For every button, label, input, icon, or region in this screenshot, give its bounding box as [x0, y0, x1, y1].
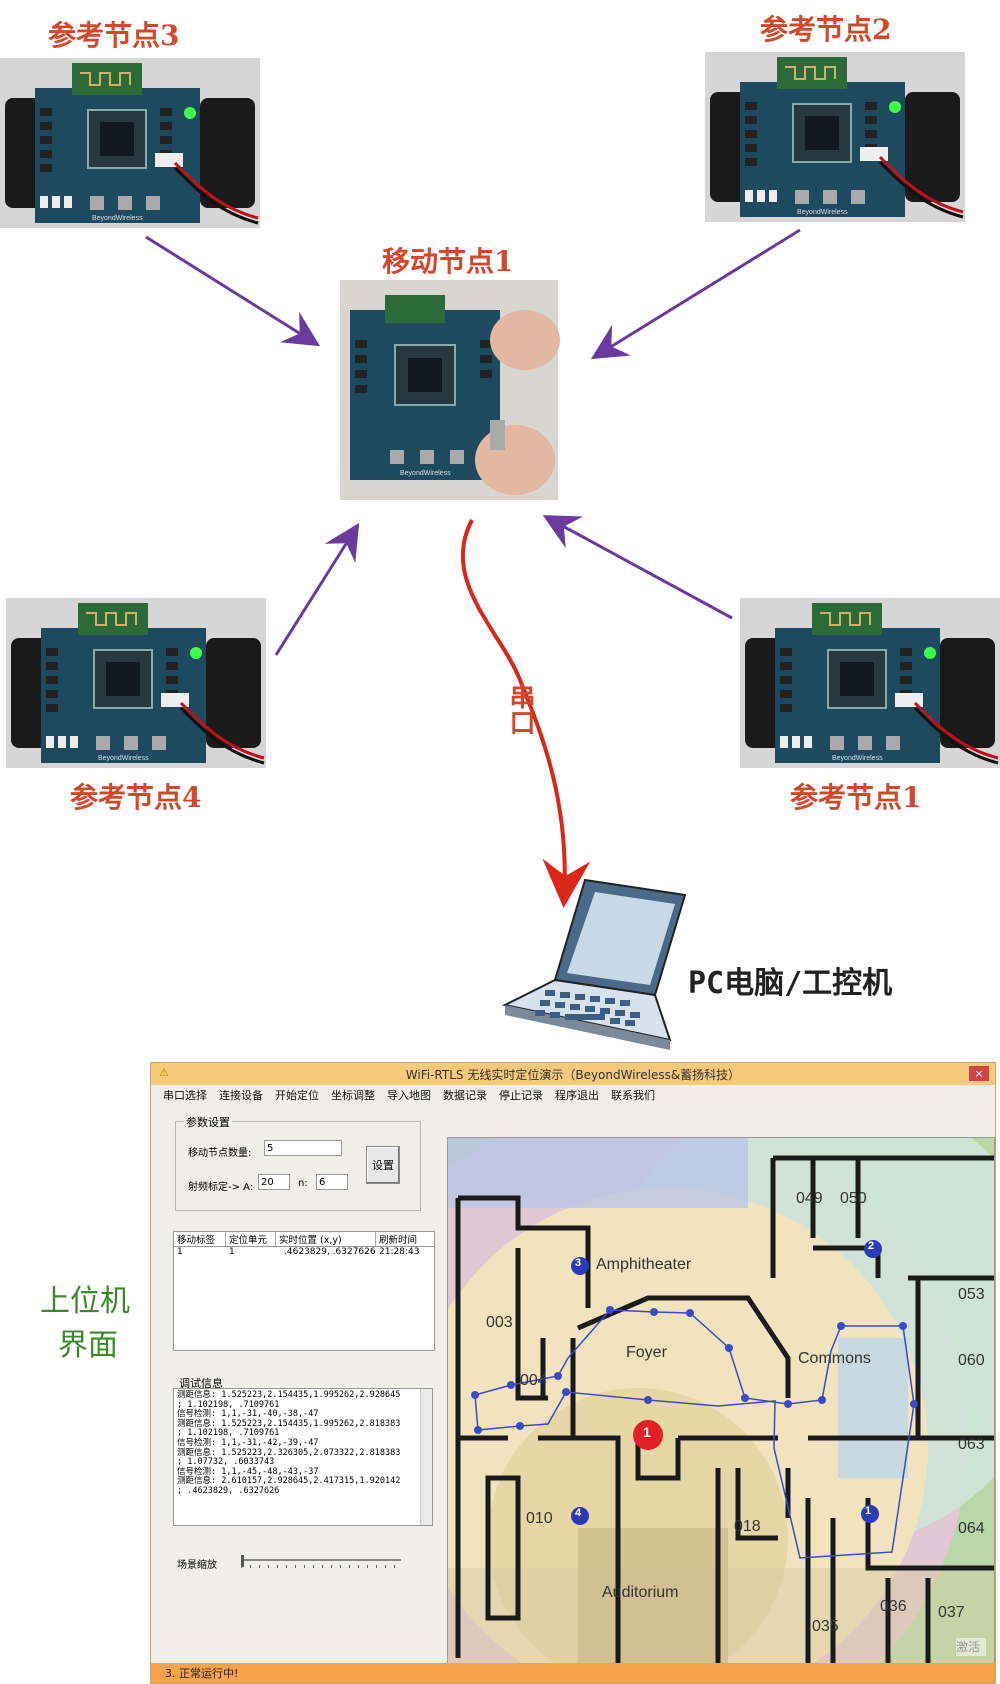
params-group-title: 参数设置	[184, 1114, 232, 1130]
debug-line: ; 1.102198, .7109761	[177, 1399, 280, 1410]
anchor-3-marker[interactable]: 3	[575, 1257, 582, 1269]
zoom-slider-thumb[interactable]	[241, 1555, 244, 1567]
mobile-node-marker[interactable]: 1	[643, 1424, 651, 1440]
debug-line: 测距信息: 1.525223,2.326305,2.073322,2.81838…	[177, 1447, 401, 1458]
room-010: 010	[526, 1510, 553, 1527]
debug-line: ; .4623829, .6327626	[177, 1485, 280, 1496]
mobile-count-input[interactable]: 5	[264, 1140, 342, 1156]
title-bar: ⚠ WiFi-RTLS 无线实时定位演示（BeyondWireless&蓄扬科技…	[151, 1063, 995, 1085]
debug-group-title: 调试信息	[177, 1375, 225, 1391]
room-003: 003	[486, 1314, 513, 1331]
ref-node-1-title: 参考节点1	[790, 781, 922, 814]
room-036: 036	[880, 1598, 907, 1615]
anchor-1-marker[interactable]: 1	[865, 1505, 872, 1517]
a-value-input[interactable]: 20	[258, 1174, 290, 1190]
col-locate-unit[interactable]: 定位单元	[226, 1232, 276, 1246]
debug-scrollbar[interactable]	[420, 1389, 432, 1525]
place-amphitheater: Amphitheater	[596, 1256, 692, 1273]
table-header: 移动标签 定位单元 实时位置 (x,y) 刷新时间	[174, 1232, 434, 1247]
col-mobile-tag[interactable]: 移动标签	[174, 1232, 226, 1246]
room-049: 049	[796, 1190, 823, 1207]
room-050: 050	[840, 1190, 867, 1207]
debug-line: 测距信息: 2.610157,2.928645,2.417315,1.92014…	[177, 1476, 401, 1487]
status-bar: 3. 正常运行中!	[151, 1663, 995, 1683]
debug-group: 调试信息	[165, 1375, 443, 1535]
cell-time: 21:28:43	[379, 1247, 420, 1257]
floor-map-drawing	[448, 1138, 994, 1663]
debug-line: 测距信息: 1.525223,2.154435,1.995262,2.81838…	[177, 1418, 401, 1429]
pc-label: PC电脑/工控机	[688, 966, 893, 1001]
room-004: 004	[520, 1372, 547, 1389]
debug-line: 信号检测: 1,1,-31,-40,-38,-47	[177, 1409, 319, 1420]
table-row[interactable]: 1 1 .4623829, .6327626 21:28:43	[174, 1247, 434, 1260]
n-label: n:	[298, 1178, 308, 1189]
room-037: 037	[938, 1604, 965, 1621]
menu-import-map[interactable]: 导入地图	[387, 1089, 431, 1102]
menu-start-locate[interactable]: 开始定位	[275, 1089, 319, 1102]
debug-line: ; 1.102198, .7109761	[177, 1428, 280, 1439]
menu-contact[interactable]: 联系我们	[611, 1089, 655, 1102]
zoom-slider[interactable]	[241, 1553, 411, 1571]
place-auditorium: Auditorium	[602, 1584, 679, 1601]
debug-log[interactable]: 测距信息: 1.525223,2.154435,1.995262,2.92864…	[173, 1388, 433, 1526]
mobile-count-label: 移动节点数量:	[188, 1148, 252, 1159]
host-interface-label-line2: 界面	[58, 1328, 118, 1363]
serial-port-label: 串口	[505, 683, 535, 735]
menu-coord-adjust[interactable]: 坐标调整	[331, 1089, 375, 1102]
place-foyer: Foyer	[626, 1344, 667, 1361]
debug-line: 测距信息: 1.525223,2.154435,1.995262,2.92864…	[177, 1390, 401, 1400]
col-position[interactable]: 实时位置 (x,y)	[276, 1232, 376, 1246]
col-refresh-time[interactable]: 刷新时间	[379, 1235, 418, 1246]
hardware-diagram: BeyondWireless BeyondWireless	[0, 50, 1000, 1050]
zoom-label: 场景缩放	[177, 1560, 217, 1571]
cell-unit: 1	[229, 1247, 235, 1257]
ref-node-3-title: 参考节点3	[48, 19, 180, 52]
room-064: 064	[958, 1520, 985, 1537]
host-interface-label: 上位机 界面	[40, 1280, 130, 1368]
floor-map[interactable]: 049 050 053 060 063 064 037 036 035 018 …	[447, 1137, 995, 1664]
status-text: 3. 正常运行中!	[165, 1667, 239, 1680]
watermark-text: 激活	[956, 1640, 981, 1654]
room-060: 060	[958, 1352, 985, 1369]
anchor-4-marker[interactable]: 4	[575, 1507, 582, 1519]
menu-serial-select[interactable]: 串口选择	[163, 1089, 207, 1102]
mobile-node-1-title: 移动节点1	[382, 245, 514, 278]
window-title: WiFi-RTLS 无线实时定位演示（BeyondWireless&蓄扬科技）	[405, 1067, 741, 1082]
warning-icon: ⚠	[159, 1066, 169, 1079]
params-group: 参数设置 移动节点数量: 5 射频标定-> A: 20 n: 6 设置	[175, 1114, 421, 1211]
menu-connect-device[interactable]: 连接设备	[219, 1089, 263, 1102]
position-table: 移动标签 定位单元 实时位置 (x,y) 刷新时间 1 1 .4623829, …	[173, 1231, 435, 1351]
anchor-2-marker[interactable]: 2	[868, 1240, 875, 1252]
room-053: 053	[958, 1286, 985, 1303]
debug-line: 信号检测: 1,1,-45,-48,-43,-37	[177, 1466, 319, 1477]
ref-node-4-title: 参考节点4	[70, 781, 202, 814]
menu-exit[interactable]: 程序退出	[555, 1089, 599, 1102]
ref-node-2-title: 参考节点2	[760, 13, 892, 46]
host-interface-label-line1: 上位机	[40, 1284, 130, 1319]
room-063: 063	[958, 1436, 985, 1453]
rf-calibration-label: 射频标定-> A:	[188, 1182, 254, 1193]
app-window: ⚠ WiFi-RTLS 无线实时定位演示（BeyondWireless&蓄扬科技…	[150, 1062, 996, 1684]
room-035: 035	[812, 1618, 839, 1635]
close-button[interactable]: ×	[969, 1066, 989, 1081]
svg-text:BeyondWireless: BeyondWireless	[400, 470, 451, 477]
cell-tag: 1	[177, 1247, 183, 1257]
debug-line: ; 1.07732, .6033743	[177, 1457, 275, 1468]
menu-data-record[interactable]: 数据记录	[443, 1089, 487, 1102]
cell-position: .4623829, .6327626	[284, 1247, 376, 1257]
set-button[interactable]: 设置	[366, 1146, 400, 1184]
place-commons: Commons	[798, 1350, 871, 1367]
menu-stop-record[interactable]: 停止记录	[499, 1089, 543, 1102]
n-value-input[interactable]: 6	[316, 1174, 348, 1190]
room-018: 018	[734, 1518, 761, 1535]
debug-line: 信号检测: 1,1,-31,-42,-39,-47	[177, 1437, 319, 1448]
menu-bar: 串口选择 连接设备 开始定位 坐标调整 导入地图 数据记录 停止记录 程序退出 …	[151, 1085, 995, 1105]
